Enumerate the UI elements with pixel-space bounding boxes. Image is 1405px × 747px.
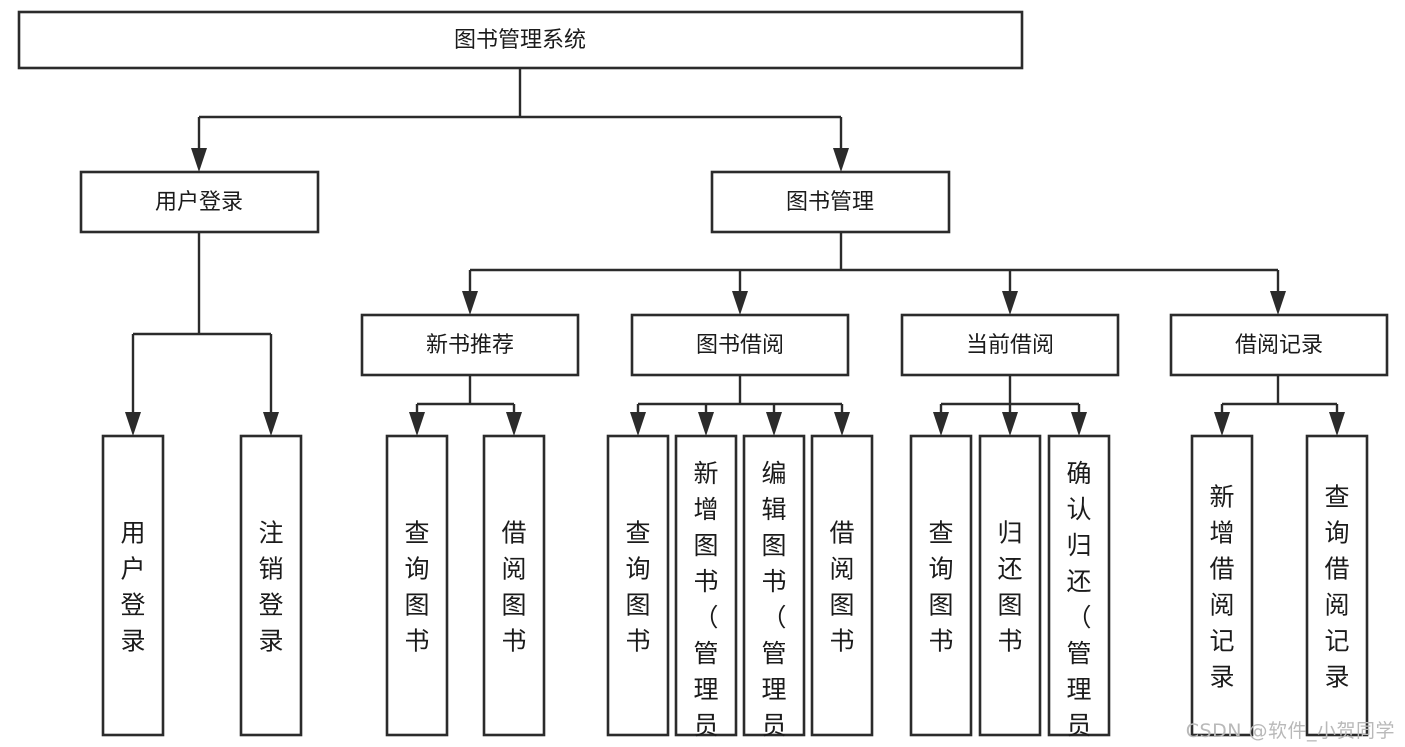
leaf-node[interactable]: 新增图书（管理员）	[674, 434, 738, 747]
csdn-watermark: CSDN @软件_小贺同学	[1185, 720, 1395, 742]
leaf-label-vertical: 新增图书（管理员）	[693, 459, 718, 747]
leaf-node[interactable]: 查询图书	[606, 434, 670, 737]
node-book-borrow-label: 图书借阅	[696, 333, 784, 358]
leaf-box	[909, 434, 973, 737]
leaf-box	[810, 434, 874, 737]
connector-borrowrecord-to-leaves	[1214, 375, 1345, 436]
leaf-node[interactable]: 借阅图书	[810, 434, 874, 737]
leaf-node[interactable]: 借阅图书	[482, 434, 546, 737]
arrow-head-icon	[1214, 412, 1230, 436]
leaf-label-vertical: 确认归还（管理员）	[1066, 459, 1091, 747]
leaf-label-vertical: 注销登录	[258, 519, 283, 656]
leaf-label-vertical: 归还图书	[997, 519, 1022, 656]
arrow-head-icon	[732, 291, 748, 315]
leaf-label-vertical: 查询图书	[404, 519, 429, 656]
leaf-box	[606, 434, 670, 737]
leaf-node[interactable]: 新增借阅记录	[1190, 434, 1254, 737]
leaf-node[interactable]: 查询图书	[909, 434, 973, 737]
node-root-system[interactable]: 图书管理系统	[17, 10, 1024, 70]
leaf-label-vertical: 用户登录	[120, 519, 145, 656]
node-book-management-box	[710, 170, 951, 234]
leaf-label-vertical: 查询借阅记录	[1324, 483, 1349, 692]
arrow-head-icon	[630, 412, 646, 436]
leaf-label-vertical: 新增借阅记录	[1209, 483, 1234, 692]
leaf-node[interactable]: 查询借阅记录	[1305, 434, 1369, 737]
node-current-borrow[interactable]: 当前借阅	[900, 313, 1120, 377]
leaf-label-vertical: 编辑图书（管理员）	[761, 459, 786, 747]
leaf-label-vertical: 借阅图书	[829, 519, 854, 656]
node-root-box	[17, 10, 1024, 70]
arrow-head-icon	[933, 412, 949, 436]
node-book-management[interactable]: 图书管理	[710, 170, 951, 234]
node-root-label: 图书管理系统	[454, 28, 586, 53]
node-borrow-record-label: 借阅记录	[1235, 333, 1323, 358]
node-user-login-label: 用户登录	[155, 190, 243, 215]
node-current-borrow-box	[900, 313, 1120, 377]
node-borrow-record-box	[1169, 313, 1389, 377]
leaf-node[interactable]: 用户登录	[101, 434, 165, 737]
arrow-head-icon	[1002, 291, 1018, 315]
arrow-head-icon	[766, 412, 782, 436]
leaf-label-vertical: 查询图书	[928, 519, 953, 656]
connector-newbook-to-leaves	[409, 375, 522, 436]
node-new-book-recommend-label: 新书推荐	[426, 333, 514, 358]
leaf-box	[742, 434, 806, 737]
connector-root-to-level2	[191, 68, 849, 172]
leaf-box	[101, 434, 165, 737]
leaf-box	[1190, 434, 1254, 737]
leaf-node[interactable]: 编辑图书（管理员）	[742, 434, 806, 747]
arrow-head-icon	[1002, 412, 1018, 436]
node-new-book-recommend[interactable]: 新书推荐	[360, 313, 580, 377]
leaf-box	[239, 434, 303, 737]
leaf-box	[385, 434, 449, 737]
arrow-head-icon	[698, 412, 714, 436]
leaf-box	[482, 434, 546, 737]
node-book-borrow-box	[630, 313, 850, 377]
leaf-node[interactable]: 注销登录	[239, 434, 303, 737]
node-user-login[interactable]: 用户登录	[79, 170, 320, 234]
node-book-borrow[interactable]: 图书借阅	[630, 313, 850, 377]
arrow-head-icon	[125, 412, 141, 436]
node-new-book-recommend-box	[360, 313, 580, 377]
leaf-node[interactable]: 归还图书	[978, 434, 1042, 737]
arrow-head-icon	[833, 148, 849, 172]
node-book-management-label: 图书管理	[786, 190, 874, 215]
leaf-box	[1305, 434, 1369, 737]
arrow-head-icon	[1270, 291, 1286, 315]
arrow-head-icon	[1329, 412, 1345, 436]
connector-currentborrow-to-leaves	[933, 375, 1087, 436]
leaf-label-vertical: 借阅图书	[501, 519, 526, 656]
arrow-head-icon	[263, 412, 279, 436]
arrow-head-icon	[1071, 412, 1087, 436]
arrow-head-icon	[191, 148, 207, 172]
connector-bookmgmt-to-level3	[462, 232, 1286, 315]
connector-userlogin-to-leaves	[125, 232, 279, 436]
leaf-box	[978, 434, 1042, 737]
node-user-login-box	[79, 170, 320, 234]
leaf-box	[1047, 434, 1111, 737]
arrow-head-icon	[506, 412, 522, 436]
node-borrow-record[interactable]: 借阅记录	[1169, 313, 1389, 377]
node-current-borrow-label: 当前借阅	[966, 333, 1054, 358]
connector-bookborrow-to-leaves	[630, 375, 850, 436]
arrow-head-icon	[409, 412, 425, 436]
arrow-head-icon	[834, 412, 850, 436]
leaf-label-vertical: 查询图书	[625, 519, 650, 656]
arrow-head-icon	[462, 291, 478, 315]
leaf-box	[674, 434, 738, 737]
leaf-node[interactable]: 确认归还（管理员）	[1047, 434, 1111, 747]
leaf-node[interactable]: 查询图书	[385, 434, 449, 737]
